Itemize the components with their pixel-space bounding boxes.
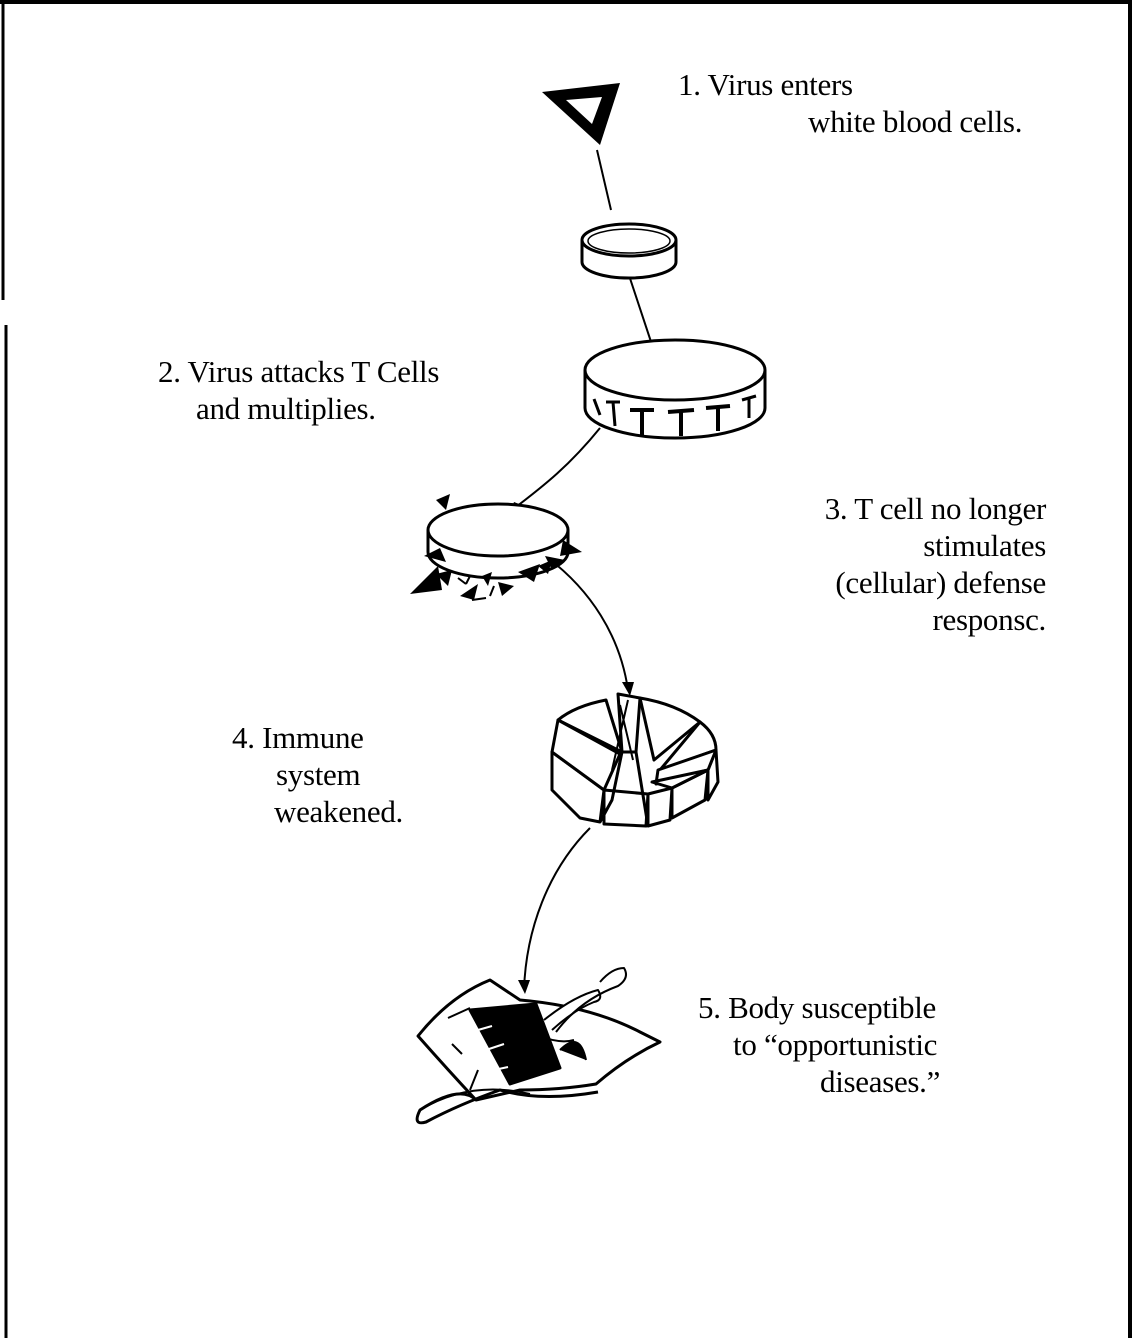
- step-3-line-4: responsc.: [740, 601, 1046, 638]
- step-3-line-1: 3. T cell no longer: [740, 490, 1046, 527]
- infected-t-cell-icon: [410, 494, 582, 600]
- body-tissue-icon: [417, 968, 660, 1123]
- step-3-line-3: (cellular) defense: [740, 564, 1046, 601]
- weakening-path-arrow: [548, 558, 634, 696]
- step-3-line-2: stimulates: [740, 527, 1046, 564]
- susceptibility-path-arrow: [518, 828, 590, 994]
- step-4-line-2: system: [230, 756, 430, 793]
- fragmented-immune-system-icon: [552, 694, 718, 826]
- step-4-line-3: weakened.: [230, 793, 430, 830]
- step-1-line-1: 1. Virus enters: [640, 66, 1060, 103]
- step-5-line-2: to “opportunistic: [690, 1026, 980, 1063]
- step-2-line-1: 2. Virus attacks T Cells: [158, 353, 498, 390]
- step-5-line-1: 5. Body susceptible: [690, 989, 980, 1026]
- step-2-label: 2. Virus attacks T Cells and multiplies.: [158, 353, 498, 427]
- virus-triangle-icon: [542, 83, 620, 145]
- step-1-label: 1. Virus enters white blood cells.: [640, 66, 1060, 140]
- step-5-label: 5. Body susceptible to “opportunistic di…: [690, 989, 980, 1100]
- step-3-label: 3. T cell no longer stimulates (cellular…: [740, 490, 1046, 638]
- white-blood-cell-disc-icon: [582, 224, 676, 278]
- step-4-line-1: 4. Immune: [230, 719, 430, 756]
- step-4-label: 4. Immune system weakened.: [230, 719, 430, 830]
- step-1-line-2: white blood cells.: [640, 103, 1060, 140]
- step-5-line-3: diseases.”: [690, 1063, 980, 1100]
- step-2-line-2: and multiplies.: [158, 390, 498, 427]
- t-cell-disc-icon: [585, 340, 765, 438]
